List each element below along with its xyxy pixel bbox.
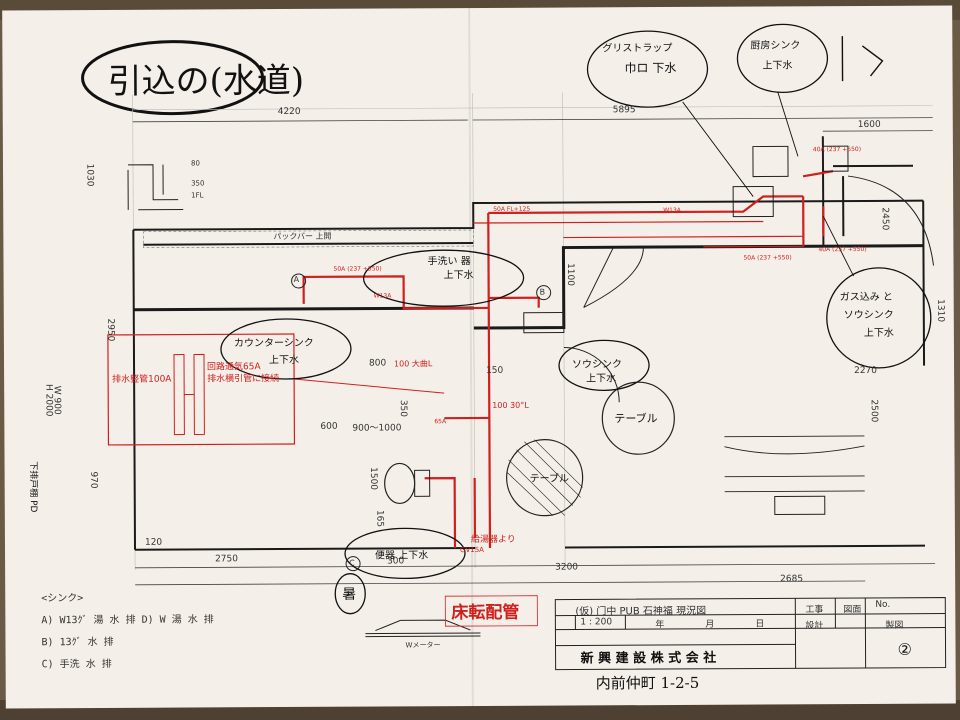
- dim-165: 165: [374, 509, 385, 528]
- scale-value: 1 : 200: [580, 617, 613, 628]
- no-label: No.: [875, 599, 891, 610]
- table-round-2: [506, 439, 584, 517]
- vertical-note: 下排戸棚 PD: [27, 461, 38, 513]
- pipe-label-4: 40A (237 +550): [812, 145, 862, 154]
- drawing-sheet: 引込の(水道) 床転配管 4220 5895 1600 2450 2950 13…: [2, 5, 956, 709]
- pipe-label-1: 50A (237 +550): [333, 265, 382, 273]
- address-handwritten: 内前仲町 1-2-5: [595, 673, 700, 693]
- hand-wash-label: 手洗い 器: [427, 256, 471, 268]
- sect-1fl: 1FL: [191, 191, 204, 200]
- water-heater-label: 給湯器より: [470, 534, 516, 546]
- marker-a: A: [293, 274, 300, 284]
- kitchen-sink-sub: 上下水: [762, 60, 793, 72]
- sink-legend: <シンク> A) W13ｸﾞ 湯 水 排 D) W 湯 水 排 B) 13ｸﾞ …: [41, 587, 214, 676]
- hinoki-mark: 暑: [342, 586, 357, 603]
- legend-line-a: A) W13ｸﾞ 湯 水 排 D) W 湯 水 排: [41, 614, 214, 627]
- dim-1030: 1030: [84, 163, 95, 187]
- gas-in-label: ガス込み と: [839, 291, 893, 304]
- sect-350: 350: [191, 179, 205, 188]
- pipe-label-6: GV15A: [459, 545, 484, 555]
- grease-trap-label: グリストラップ: [602, 42, 673, 55]
- sink-b-label: ソウシンク: [572, 359, 623, 371]
- toilet-label: 便器 上下水: [375, 550, 429, 562]
- pipe-label-9: 50A (237 +550): [743, 254, 792, 262]
- dim-120: 120: [144, 537, 163, 548]
- counter-sink-label: カウンターシンク: [233, 337, 314, 350]
- section-label: 床転配管: [451, 602, 520, 624]
- legend-line-c: C) 手洗 水 排: [41, 658, 112, 671]
- dim-1500: 1500: [368, 467, 379, 491]
- dim-2450: 2450: [879, 207, 890, 231]
- dim-150: 150: [486, 365, 504, 376]
- company-name: 新 興 建 設 株 式 会 社: [580, 650, 717, 667]
- table-1-label: テーブル: [614, 412, 658, 426]
- dim-800: 800: [369, 358, 387, 369]
- marker-b: B: [539, 287, 546, 297]
- pipe-label-8: 40A (237 +550): [818, 245, 867, 254]
- toilet-fixture: [384, 462, 416, 505]
- legend-heading: <シンク>: [41, 593, 84, 605]
- drain-pipe-label: 排水竪管100A: [112, 374, 172, 385]
- grease-trap-sub: 巾ロ 下水: [624, 60, 677, 76]
- pipe-label-2: W13A: [373, 292, 392, 300]
- title-circle: [81, 40, 265, 116]
- dim-970: 970: [88, 471, 99, 489]
- project-name: (仮) 门中 PUB 石神福 現況図: [575, 605, 707, 618]
- pipe-label-3: 50A FL+125: [493, 205, 531, 213]
- dim-900-1000: 900～1000: [352, 423, 402, 434]
- date-month: 月: [705, 619, 715, 630]
- water-meter-label: Wメーター: [405, 641, 441, 650]
- hand-wash-sub: 上下水: [443, 270, 474, 282]
- dim-2500: 2500: [868, 399, 879, 423]
- dim-2270: 2270: [854, 365, 878, 377]
- handwritten-title: 引込の(水道): [107, 60, 305, 102]
- dim-1600: 1600: [857, 119, 881, 131]
- w900-note: W 900: [51, 385, 62, 415]
- gas-sub-label-2: 上下水: [863, 327, 894, 339]
- dim-2750: 2750: [215, 554, 238, 565]
- kitchen-sink-label: 厨房シンク: [750, 40, 801, 52]
- big-elbow-label: 100 大曲L: [394, 359, 433, 369]
- dim-600: 600: [320, 421, 338, 432]
- dim-1310: 1310: [935, 299, 946, 323]
- drawing-label: 図面: [843, 605, 862, 616]
- dim-1100: 1100: [564, 263, 576, 287]
- marker-c: C: [349, 558, 355, 568]
- circle-mark: ②: [897, 639, 912, 659]
- sink-b-sub: 上下水: [586, 373, 617, 385]
- sect-80: 80: [190, 159, 200, 168]
- north-arrow: [841, 36, 884, 82]
- back-pipe-label: パックバー 上開: [273, 231, 332, 242]
- floor-plan-drawing: [81, 23, 947, 671]
- counter-sink-sub: 上下水: [268, 354, 300, 367]
- legend-line-b: B) 13ｸﾞ 水 排: [41, 636, 114, 649]
- dim-4220: 4220: [277, 106, 301, 118]
- elbow30-label: 100 30°L: [492, 400, 529, 410]
- draft-label: 製図: [885, 620, 904, 631]
- table-2-label: テーブル: [529, 473, 570, 485]
- dim-2685: 2685: [780, 574, 804, 585]
- dim-350: 350: [397, 399, 408, 418]
- date-day: 日: [755, 619, 765, 630]
- title-block-frame: [554, 597, 947, 671]
- design-label: 設計: [805, 621, 824, 632]
- pipe-label-7: W13A: [663, 206, 681, 215]
- dim-5895: 5895: [612, 105, 636, 116]
- date-year: 年: [655, 620, 665, 631]
- vent-note-2: 排水横引管に接続: [207, 374, 280, 385]
- pipe-label-5: 65A: [434, 418, 447, 426]
- work-label: 工事: [805, 605, 824, 616]
- dim-3200: 3200: [555, 562, 579, 573]
- dim-2950: 2950: [105, 318, 116, 342]
- gas-sub-label: ソウシンク: [843, 309, 894, 322]
